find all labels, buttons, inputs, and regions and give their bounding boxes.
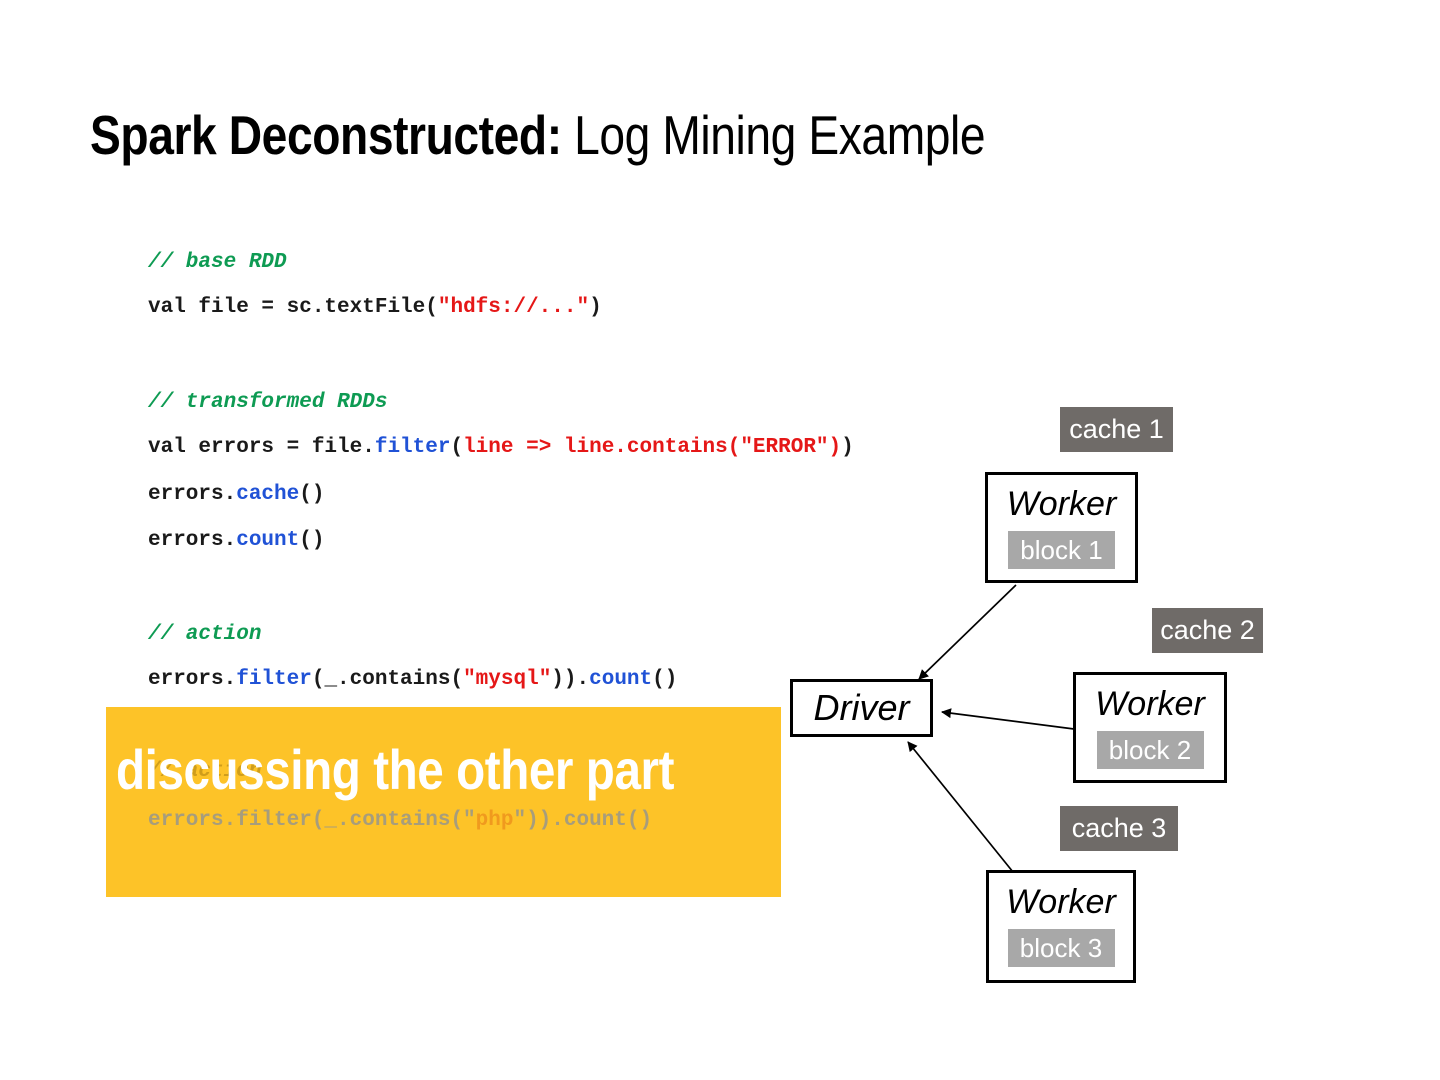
code-segment: (_.contains( bbox=[311, 668, 464, 691]
code-segment: ) bbox=[841, 436, 854, 459]
cache-chip-1: cache 1 bbox=[1060, 407, 1173, 452]
code-segment: php bbox=[475, 809, 514, 832]
code-segment: () bbox=[299, 529, 325, 552]
worker-node-2: Worker block 2 bbox=[1073, 672, 1227, 783]
arrow-worker3-to-driver bbox=[907, 741, 1014, 873]
worker-label: Worker bbox=[1006, 883, 1116, 921]
code-segment: // transformed RDDs bbox=[148, 391, 388, 414]
block-chip-2: block 2 bbox=[1096, 731, 1204, 769]
worker-node-3: Worker block 3 bbox=[986, 870, 1136, 983]
code-segment: filter bbox=[236, 668, 312, 691]
code-segment: () bbox=[652, 668, 678, 691]
page-title-bold: Spark Deconstructed: bbox=[90, 104, 562, 166]
ghost-code-line: errors.filter(_.contains("php")).count() bbox=[148, 809, 652, 832]
code-segment: "hdfs://..." bbox=[437, 296, 590, 319]
code-segment: val file = sc.textFile( bbox=[148, 296, 438, 319]
page-title-regular: Log Mining Example bbox=[561, 104, 986, 166]
worker-label: Worker bbox=[1006, 485, 1117, 523]
cache-chip-3: cache 3 bbox=[1060, 806, 1178, 851]
code-line: val errors = file.filter(line => line.co… bbox=[148, 436, 854, 459]
driver-label: Driver bbox=[813, 687, 910, 728]
code-segment: val errors = file. bbox=[148, 436, 375, 459]
code-segment: // action bbox=[148, 623, 262, 646]
code-segment: )). bbox=[551, 668, 590, 691]
overlay-headline: discussing the other part bbox=[116, 738, 675, 801]
code-line: // base RDD bbox=[148, 251, 287, 274]
code-segment: count bbox=[236, 529, 300, 552]
code-line: errors.filter(_.contains("mysql")).count… bbox=[148, 668, 677, 691]
code-segment: errors. bbox=[148, 668, 237, 691]
code-line: errors.count() bbox=[148, 529, 324, 552]
code-segment: ) bbox=[589, 296, 602, 319]
code-segment: cache bbox=[236, 483, 300, 506]
code-line: val file = sc.textFile("hdfs://...") bbox=[148, 296, 602, 319]
code-segment: // base RDD bbox=[148, 251, 287, 274]
code-segment: errors.filter(_.contains(" bbox=[148, 809, 476, 832]
code-segment: ")).count() bbox=[513, 809, 653, 832]
page-title: Spark Deconstructed: Log Mining Example bbox=[90, 103, 986, 167]
code-segment: errors. bbox=[148, 529, 237, 552]
code-line: errors.cache() bbox=[148, 483, 324, 506]
code-segment: count bbox=[589, 668, 653, 691]
code-block: // base RDD val file = sc.textFile("hdfs:… bbox=[148, 0, 948, 720]
cache-chip-2: cache 2 bbox=[1152, 608, 1263, 653]
code-segment: line => line.contains("ERROR") bbox=[463, 436, 842, 459]
worker-label: Worker bbox=[1095, 685, 1205, 723]
code-segment: ( bbox=[450, 436, 464, 459]
block-chip-3: block 3 bbox=[1007, 929, 1115, 967]
arrow-worker2-to-driver bbox=[941, 708, 1075, 730]
code-line: // action bbox=[148, 623, 261, 646]
code-segment: filter bbox=[374, 436, 451, 459]
worker-node-1: Worker block 1 bbox=[985, 472, 1138, 583]
driver-node: Driver bbox=[790, 679, 933, 737]
code-segment: () bbox=[299, 483, 325, 506]
ghost-comment: // action bbox=[148, 760, 262, 783]
code-segment: errors. bbox=[148, 483, 237, 506]
code-line: // transformed RDDs bbox=[148, 391, 387, 414]
code-segment: "mysql" bbox=[463, 668, 552, 691]
block-chip-1: block 1 bbox=[1008, 531, 1115, 569]
highlight-overlay bbox=[106, 707, 781, 897]
